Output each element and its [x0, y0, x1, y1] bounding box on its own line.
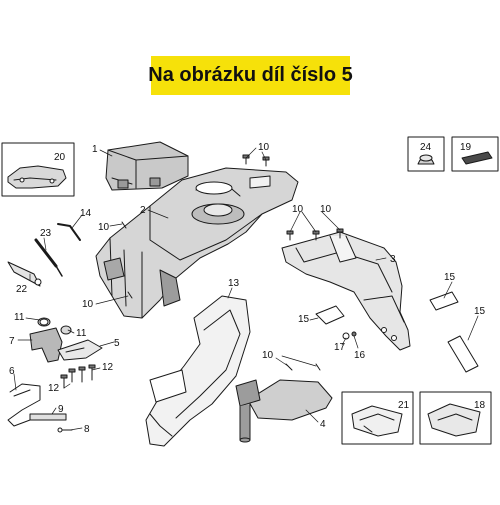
- cover-panel-icon: [105, 141, 189, 191]
- allen-key-icon: [57, 223, 81, 241]
- box-part-18: [419, 391, 492, 445]
- mudguard-icon: [145, 295, 251, 447]
- leader-lines: [13, 147, 479, 431]
- callout-10-top: 10: [258, 142, 270, 153]
- callout-17: 17: [334, 342, 346, 353]
- callout-3: 3: [390, 254, 396, 265]
- bushing-icon: [39, 318, 49, 326]
- box-part-24: [407, 136, 445, 172]
- callout-23: 23: [40, 228, 52, 239]
- callout-10-left: 10: [98, 222, 110, 233]
- pad-icon: [315, 291, 479, 373]
- reflector-icon: [461, 151, 493, 165]
- box-part-19: [451, 136, 499, 172]
- box-part-21: [341, 391, 414, 445]
- callout-5: 5: [114, 338, 120, 349]
- callout-21: 21: [398, 400, 410, 411]
- callout-15-c: 15: [474, 306, 486, 317]
- callout-24: 24: [420, 142, 432, 153]
- callout-10-mid: 10: [292, 204, 304, 215]
- rod-icon: [29, 413, 67, 421]
- callout-19: 19: [460, 142, 472, 153]
- callout-22: 22: [16, 284, 28, 295]
- callout-6: 6: [9, 366, 15, 377]
- tool-wrench-icon: [7, 261, 42, 287]
- callout-16: 16: [354, 350, 366, 361]
- callout-13: 13: [228, 278, 240, 289]
- callout-8: 8: [84, 424, 90, 435]
- callout-14: 14: [80, 208, 92, 219]
- frame-body-icon: [95, 167, 299, 319]
- banner-text: Na obrázku díl číslo 5: [148, 64, 353, 86]
- callout-1: 1: [92, 144, 98, 155]
- clip-plate-icon: [7, 165, 67, 189]
- spring-clip-icon-box: [427, 403, 481, 437]
- callout-4: 4: [320, 419, 326, 430]
- callout-10-bottom: 10: [262, 350, 274, 361]
- rear-bracket-icon: [281, 231, 411, 351]
- screw-icon: [60, 364, 96, 389]
- spring-clip-icon: [57, 339, 103, 361]
- spring-wire-icon: [7, 383, 41, 427]
- callout-10-mid-right: 10: [320, 204, 332, 215]
- callout-20: 20: [54, 152, 66, 163]
- screwdriver-icon: [34, 238, 63, 277]
- callout-9: 9: [58, 404, 64, 415]
- callout-15-b: 15: [298, 314, 310, 325]
- callout-15-a: 15: [444, 272, 456, 283]
- nut-icon: [342, 331, 357, 340]
- mount-clip-icon: [351, 405, 403, 437]
- callout-2: 2: [140, 205, 146, 216]
- callout-11-right: 11: [76, 328, 87, 339]
- callout-10-left2: 10: [82, 299, 94, 310]
- callout-11-left: 11: [14, 312, 25, 323]
- callout-12-right: 12: [102, 362, 114, 373]
- cap-icon: [417, 154, 435, 165]
- screw-icon-set-10: [121, 154, 344, 371]
- callout-12-left: 12: [48, 383, 60, 394]
- callout-7: 7: [9, 336, 15, 347]
- floor-plate-icon: [235, 379, 333, 443]
- title-banner: Na obrázku díl číslo 5: [148, 56, 353, 95]
- box-part-20: [1, 142, 75, 197]
- callout-18: 18: [474, 400, 486, 411]
